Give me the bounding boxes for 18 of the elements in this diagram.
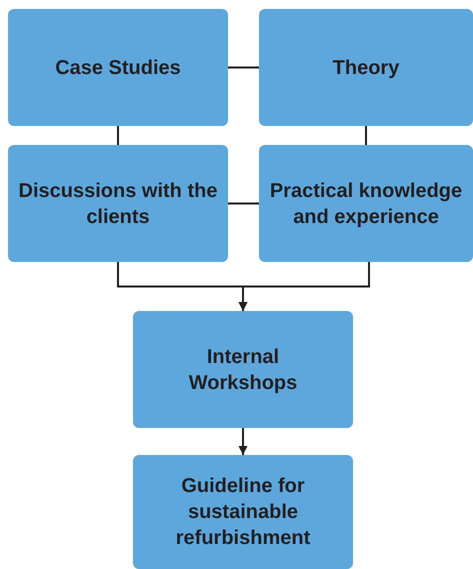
arrow: [238, 262, 370, 311]
process-box: [8, 9, 228, 126]
arrow: [238, 428, 248, 455]
process-box: [133, 311, 353, 428]
box-label: Theory: [332, 56, 400, 80]
process-box: [8, 145, 228, 262]
process-box: [259, 9, 473, 126]
box-label: Case Studies: [55, 56, 181, 80]
box-label: Discussions with the clients: [18, 178, 218, 230]
box-label: Guideline for sustainable refurbishment: [174, 474, 312, 551]
connector-line: [117, 126, 119, 145]
process-box: [133, 455, 353, 569]
connector-line: [228, 202, 259, 204]
box-label: Internal Workshops: [188, 344, 298, 396]
connector-line: [365, 126, 367, 145]
process-box: [259, 145, 473, 262]
box-label: Practical knowledge and experience: [268, 178, 464, 230]
connector-line: [228, 66, 259, 68]
